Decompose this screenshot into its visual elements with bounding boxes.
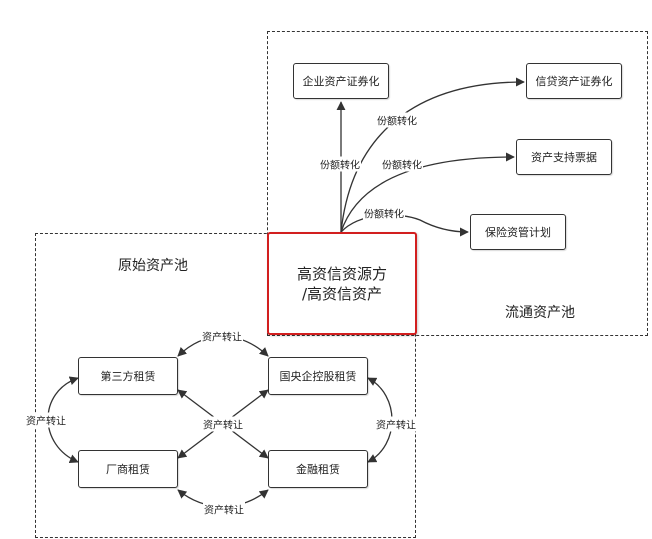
credit-securitization-node: 信贷资产证券化 xyxy=(526,63,622,99)
asset-transfer-label-bottom: 资产转让 xyxy=(203,501,245,517)
third-party-leasing-node: 第三方租赁 xyxy=(78,357,178,395)
circulation-pool-label: 流通资产池 xyxy=(505,305,575,321)
arrow-to-asset-backed-notes xyxy=(340,152,515,233)
share-transfer-label-enterprise: 份额转化 xyxy=(319,156,361,172)
asset-transfer-label-left: 资产转让 xyxy=(25,412,67,428)
share-transfer-label-credit: 份额转化 xyxy=(376,112,418,128)
asset-transfer-label-center: 资产转让 xyxy=(202,416,244,432)
share-transfer-label-notes: 份额转化 xyxy=(381,156,423,172)
insurance-plan-node: 保险资管计划 xyxy=(470,214,566,250)
financial-leasing-node: 金融租赁 xyxy=(268,450,368,488)
original-pool-region xyxy=(35,233,416,538)
enterprise-securitization-node: 企业资产证券化 xyxy=(293,63,389,99)
share-transfer-label-insurance: 份额转化 xyxy=(363,205,405,221)
high-credit-resource-node: 高资信资源方 /高资信资产 xyxy=(267,232,417,335)
circulation-pool-region xyxy=(267,31,648,336)
state-owned-leasing-node: 国央企控股租赁 xyxy=(268,357,368,395)
asset-transfer-label-top: 资产转让 xyxy=(201,328,243,344)
asset-transfer-label-right: 资产转让 xyxy=(375,416,417,432)
original-pool-label: 原始资产池 xyxy=(118,258,188,274)
core-line-1: 高资信资源方 xyxy=(296,264,387,283)
core-line-2: /高资信资产 xyxy=(301,284,383,303)
asset-backed-notes-node: 资产支持票据 xyxy=(516,139,612,175)
manufacturer-leasing-node: 厂商租赁 xyxy=(78,450,178,488)
arrow-to-insurance-plan xyxy=(340,214,469,237)
